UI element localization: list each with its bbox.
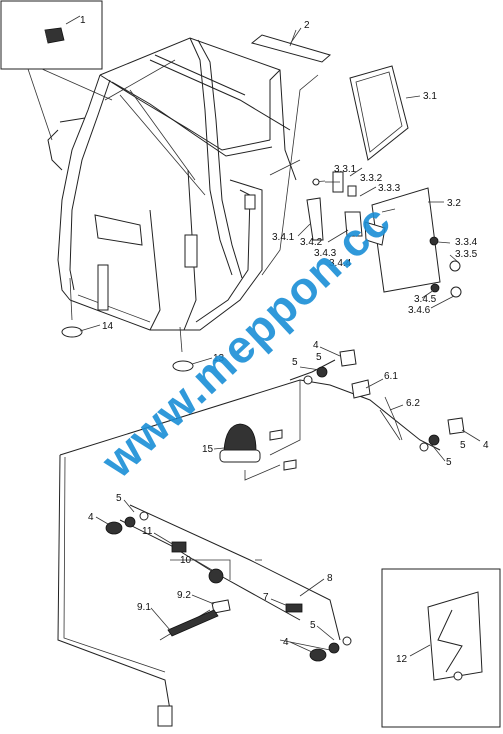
leader-lines [79, 27, 481, 653]
label-3-2: 3.2 [447, 198, 461, 209]
label-5-top: 5 [292, 357, 298, 368]
label-5-right: 5 [460, 440, 466, 451]
label-3-3-4: 3.3.4 [455, 237, 478, 248]
label-9-2: 9.2 [177, 590, 191, 601]
label-3-4-1: 3.4.1 [272, 232, 295, 243]
part-2-strip [250, 29, 332, 63]
label-6-1: 6.1 [384, 371, 398, 382]
label-14: 14 [102, 321, 114, 332]
label-3-4-2: 3.4.2 [300, 237, 323, 248]
cab-frame [47, 37, 319, 372]
harness [57, 359, 441, 711]
label-15: 15 [202, 444, 214, 455]
label-3-3-1: 3.3.1 [334, 164, 357, 175]
label-3-4-3: 3.4.3 [314, 248, 337, 259]
label-3-3-3: 3.3.3 [378, 183, 401, 194]
part-15-beacon [219, 423, 297, 471]
label-7: 7 [263, 592, 269, 603]
label-11: 11 [142, 526, 153, 537]
label-10: 10 [180, 555, 192, 566]
label-2: 2 [304, 20, 310, 31]
label-3-1: 3.1 [423, 91, 437, 102]
label-6-2: 6.2 [406, 398, 420, 409]
inset-part-12 [381, 568, 501, 728]
part-3-1-window [349, 65, 409, 161]
label-4-top: 4 [313, 340, 319, 351]
label-5-top-2: 5 [316, 352, 322, 363]
label-4-left: 4 [88, 512, 94, 523]
work-lamps [105, 349, 465, 662]
label-3-4-6: 3.4.6 [408, 305, 431, 316]
label-1: 1 [80, 15, 86, 26]
label-12: 12 [396, 654, 408, 665]
label-4-bottom: 4 [283, 637, 289, 648]
label-3-4-5: 3.4.5 [414, 294, 437, 305]
label-13: 13 [213, 353, 225, 364]
label-3-3-5: 3.3.5 [455, 249, 478, 260]
label-3-3-2: 3.3.2 [360, 173, 383, 184]
label-4-right: 4 [483, 440, 489, 451]
label-8: 8 [327, 573, 333, 584]
label-3-4-4: 3.4.4 [329, 258, 352, 269]
label-5-left: 5 [116, 493, 122, 504]
label-5-bottom: 5 [310, 620, 316, 631]
label-9-1: 9.1 [137, 602, 151, 613]
inset-part-1 [0, 0, 113, 141]
relays-and-connectors [157, 379, 403, 727]
label-5-right-2: 5 [446, 457, 452, 468]
part-labels: 1 2 3.1 3.2 3.3.1 3.3.2 3.3.3 3.3.4 3.3.… [80, 15, 489, 665]
